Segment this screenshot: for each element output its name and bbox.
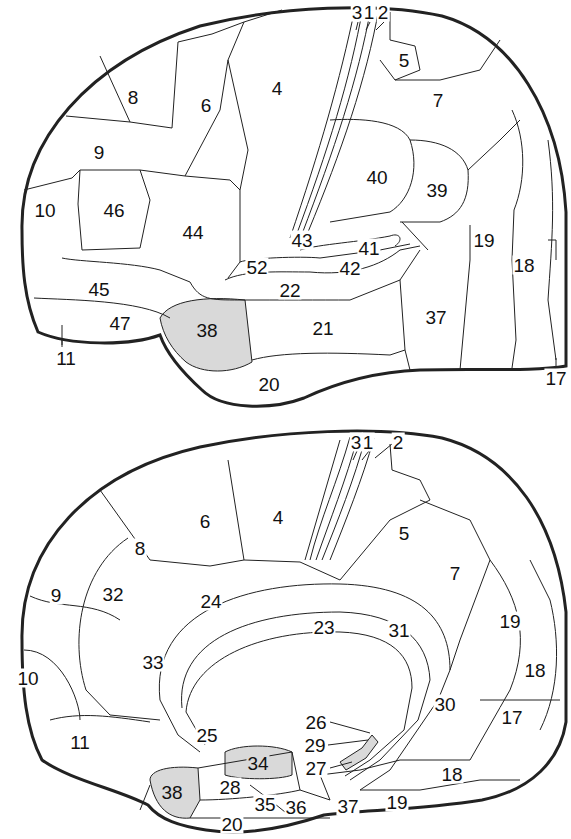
area-number: 44 [181,223,204,242]
area-number: 11 [69,733,91,752]
area-number: 34 [246,754,269,773]
area-number: 20 [257,375,280,394]
area-number: 3 [350,433,363,452]
area-number: 18 [523,661,546,680]
area-number: 17 [544,369,567,388]
medial-shade-34 [225,746,292,779]
leader-lines [62,22,556,768]
area-number: 8 [127,88,140,107]
medial-outline [22,431,566,832]
area-number: 42 [338,259,361,278]
area-number: 17 [500,708,523,727]
area-number: 52 [245,258,268,277]
area-number: 45 [87,280,110,299]
area-number: 28 [218,778,241,797]
area-number: 40 [365,168,388,187]
area-number: 21 [311,319,334,338]
area-number: 1 [362,433,375,452]
area-number: 46 [102,201,125,220]
area-number: 5 [398,51,411,70]
area-number: 19 [472,231,495,250]
area-number: 4 [271,79,284,98]
area-number: 20 [220,815,243,834]
area-number: 10 [33,201,56,220]
area-number: 30 [433,695,456,714]
area-number: 5 [398,524,411,543]
area-number: 19 [498,612,521,631]
area-number: 33 [141,653,164,672]
area-number: 27 [304,759,327,778]
area-number: 47 [108,314,131,333]
area-number: 43 [290,231,313,250]
area-number: 36 [284,798,307,817]
area-number: 2 [377,3,390,22]
area-number: 26 [304,713,327,732]
area-number: 38 [160,783,183,802]
medial-shade-38 [150,767,200,818]
area-number: 18 [512,256,535,275]
area-number: 7 [449,564,462,583]
area-number: 23 [312,618,335,637]
medial-boundaries [24,436,560,818]
area-number: 37 [424,308,447,327]
area-number: 8 [134,539,147,558]
area-number: 24 [199,592,222,611]
lateral-boundaries [24,7,556,370]
area-number: 22 [278,281,301,300]
area-number: 7 [432,91,445,110]
area-number: 39 [425,181,448,200]
area-number: 41 [357,239,380,258]
area-number: 6 [200,96,213,115]
area-number: 35 [253,795,276,814]
area-number: 2 [392,433,405,452]
area-number: 18 [440,765,463,784]
area-number: 10 [16,669,39,688]
area-number: 32 [101,585,124,604]
lateral-outline [22,8,566,406]
area-number: 4 [272,508,285,527]
area-number: 31 [387,621,410,640]
area-number: 1 [363,3,376,22]
area-number: 38 [195,321,218,340]
area-number: 6 [199,512,212,531]
area-number: 19 [385,793,408,812]
area-number: 3 [351,3,364,22]
area-number: 37 [336,797,359,816]
area-number: 9 [93,143,106,162]
area-number: 11 [55,349,77,368]
area-number: 9 [50,586,63,605]
area-number: 25 [195,726,218,745]
area-number: 29 [303,736,326,755]
